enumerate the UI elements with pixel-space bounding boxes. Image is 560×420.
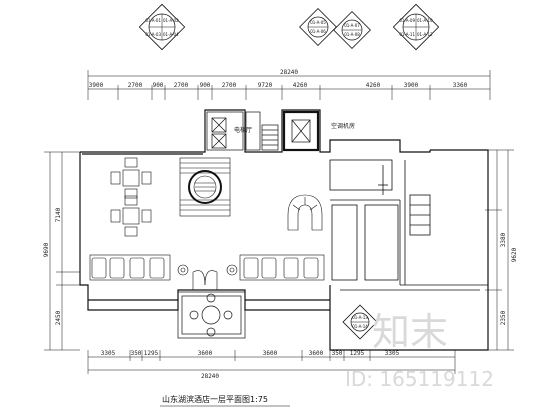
- index-tag-5: 01-A-13 01-A-14: [342, 304, 378, 340]
- bottom-dim-5: 3600: [263, 350, 278, 357]
- drawing-title: 山东湖滨酒店一层平面图1:75: [162, 394, 268, 404]
- right-dim-total: 9620: [511, 247, 518, 262]
- svg-text:01-A-06: 01-A-06: [310, 29, 326, 34]
- bottom-overall-width: 28240: [201, 373, 219, 380]
- lounge-table-2: [110, 195, 152, 237]
- left-dim-2: 2450: [55, 310, 62, 325]
- bottom-dim-3: 1295: [144, 350, 159, 357]
- bottom-dim-9: 3305: [385, 350, 400, 357]
- svg-text:01-A-03: 01-A-03: [145, 32, 161, 37]
- right-dim-2: 2350: [500, 310, 507, 325]
- top-dimension-lines: [87, 70, 491, 100]
- svg-text:01-A-11: 01-A-11: [399, 32, 415, 37]
- left-dim-1: 7140: [55, 207, 62, 222]
- bottom-dim-8: 1295: [350, 350, 365, 357]
- top-dim-2: 2700: [128, 82, 143, 89]
- bottom-dim-6: 3600: [309, 350, 324, 357]
- exterior-walls: [79, 109, 489, 351]
- top-dim-inner-1: 9720: [258, 82, 273, 89]
- watermark-logo: 知末: [372, 310, 448, 354]
- lounge-table-1: [110, 157, 152, 199]
- svg-text:01-A-07: 01-A-07: [344, 23, 360, 28]
- svg-text:01-A-12: 01-A-12: [417, 32, 433, 37]
- svg-text:01-A-05: 01-A-05: [310, 20, 326, 25]
- bottom-dim-7: 350: [332, 350, 343, 357]
- svg-text:01-A-02: 01-A-02: [163, 18, 179, 23]
- top-dim-3: 900: [153, 82, 164, 89]
- bottom-dim-2: 350: [131, 350, 142, 357]
- bottom-dimension-lines: [87, 350, 456, 374]
- index-tag-1: 01-A-01 01-A-02 01-A-03 01-A-04: [138, 3, 186, 51]
- svg-text:01-A-09: 01-A-09: [399, 18, 415, 23]
- service-core: [206, 110, 320, 152]
- overall-width-top: 28240: [280, 69, 298, 76]
- svg-text:知末: 知末: [372, 310, 448, 354]
- svg-text:01-A-08: 01-A-08: [344, 32, 360, 37]
- right-rooms: [329, 159, 488, 291]
- top-dim-inner-3: 3360: [453, 82, 468, 89]
- svg-text:01-A-04: 01-A-04: [163, 32, 179, 37]
- right-dim-1: 3380: [500, 232, 507, 247]
- plant-pots: [177, 264, 238, 276]
- svg-text:01-A-10: 01-A-10: [417, 18, 433, 23]
- entrance-door: [192, 270, 218, 290]
- room-label-ac-room: 空调机房: [331, 122, 355, 130]
- top-dim-1: 3900: [89, 82, 104, 89]
- left-dim-total: 9690: [43, 242, 50, 257]
- top-dim-inner-2: 4260: [366, 82, 381, 89]
- top-dim-7: 4260: [293, 82, 308, 89]
- round-table-platform: [179, 157, 231, 217]
- svg-text:01-A-01: 01-A-01: [145, 18, 161, 23]
- left-dimension-lines: [44, 151, 80, 351]
- top-dim-4: 2700: [174, 82, 189, 89]
- index-tag-2: 01-A-05 01-A-06: [299, 8, 337, 46]
- top-dim-8: 3900: [404, 82, 419, 89]
- spiral-stair: [287, 194, 323, 231]
- entrance-vestibule: [177, 291, 246, 339]
- top-dim-5: 900: [200, 82, 211, 89]
- room-label-elevator-hall: 电梯厅: [234, 126, 252, 134]
- svg-text:01-A-13: 01-A-13: [352, 315, 368, 320]
- svg-text:01-A-14: 01-A-14: [352, 324, 368, 329]
- booth-seating-right: [239, 254, 325, 281]
- watermark-id: ID: 165119112: [345, 367, 494, 391]
- bottom-dim-4: 3600: [198, 350, 213, 357]
- top-dim-6: 2700: [222, 82, 237, 89]
- index-tag-3: 01-A-07 01-A-08: [333, 11, 371, 49]
- bottom-dim-1: 3305: [101, 350, 116, 357]
- booth-seating-left: [89, 254, 171, 281]
- index-tag-4: 01-A-09 01-A-10 01-A-11 01-A-12: [392, 3, 440, 51]
